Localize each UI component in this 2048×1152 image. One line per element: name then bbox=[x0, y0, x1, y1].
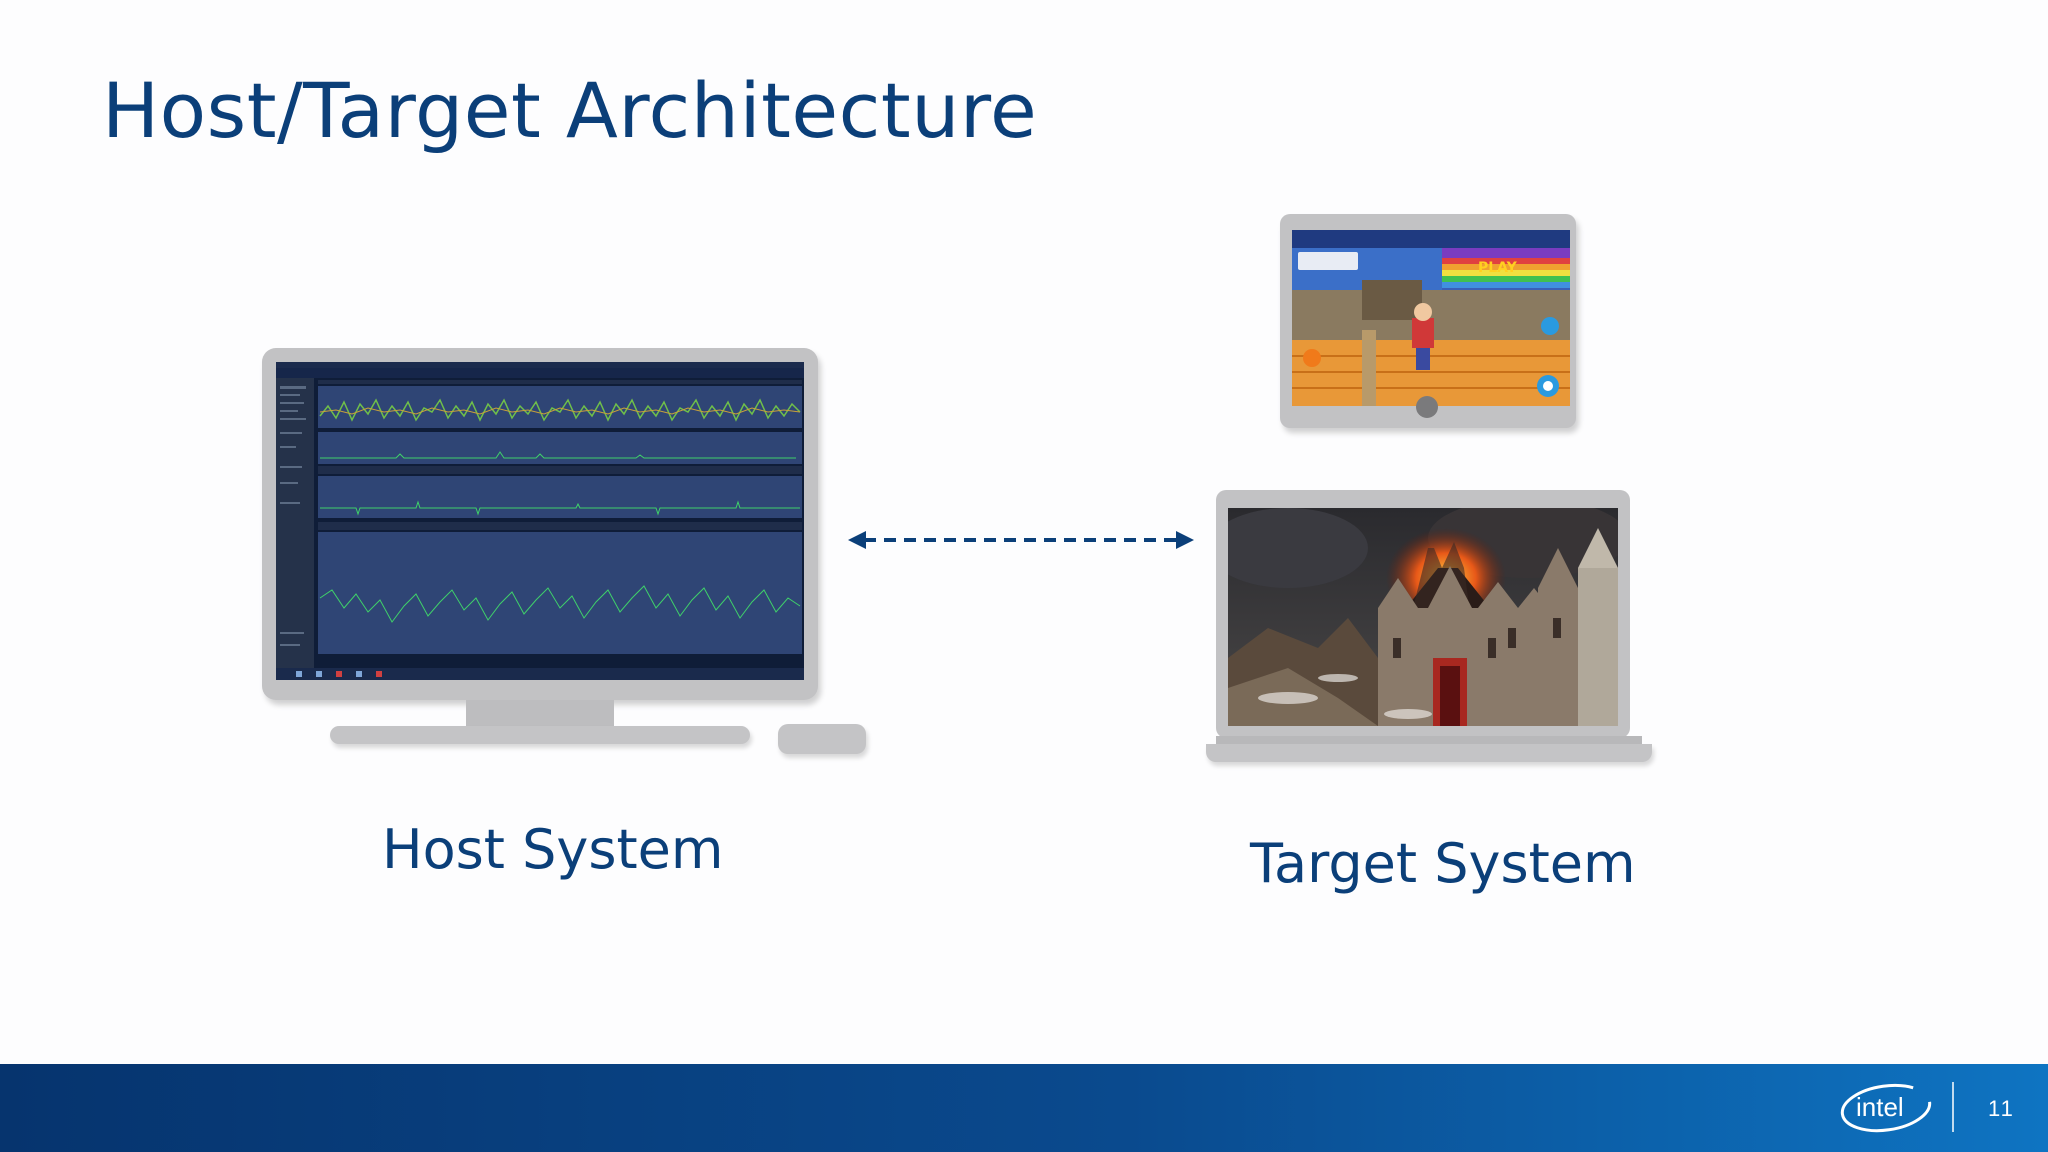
intel-logo: intel bbox=[1840, 1083, 1932, 1133]
laptop-keyboard-base bbox=[1206, 744, 1652, 762]
tablet-game-screenshot: PLAY bbox=[1292, 230, 1570, 406]
mouse bbox=[778, 724, 866, 754]
host-system-label: Host System bbox=[382, 818, 724, 881]
play-sign: PLAY bbox=[1478, 260, 1518, 276]
intel-logo-text: intel bbox=[1856, 1092, 1904, 1122]
target-laptop bbox=[1216, 490, 1630, 738]
tablet-home-button bbox=[1416, 396, 1438, 418]
page-number: 11 bbox=[1988, 1096, 2015, 1121]
profiler-graphs bbox=[276, 362, 804, 680]
host-monitor bbox=[262, 348, 818, 700]
slide-title: Host/Target Architecture bbox=[102, 66, 1038, 155]
laptop-hinge bbox=[1216, 736, 1642, 746]
monitor-stand-neck bbox=[466, 700, 614, 728]
footer-bar bbox=[0, 1064, 2048, 1152]
target-tablet: PLAY bbox=[1280, 214, 1576, 428]
monitor-stand-base bbox=[330, 726, 750, 744]
laptop-game-screenshot bbox=[1228, 508, 1618, 726]
target-system-label: Target System bbox=[1250, 832, 1636, 895]
dashed-double-arrow-icon bbox=[848, 531, 1194, 549]
profiler-screenshot bbox=[276, 362, 804, 680]
footer-divider bbox=[1952, 1082, 1954, 1132]
